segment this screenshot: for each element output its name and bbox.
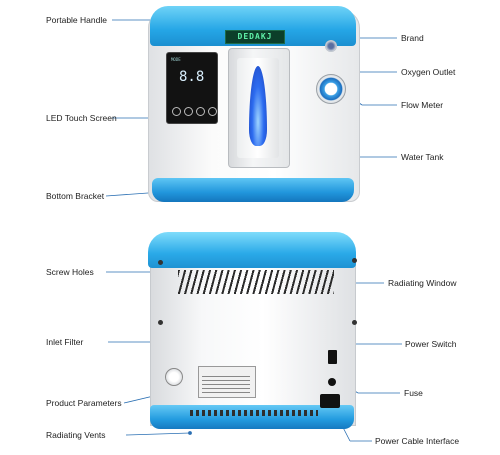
led-touch-screen: MODE 8.8: [166, 52, 218, 124]
bottom-bracket: [152, 178, 354, 202]
screen-buttons: [172, 107, 217, 116]
label-product-parameters: Product Parameters: [46, 398, 122, 408]
back-device-top: [148, 232, 356, 268]
label-bottom-bracket: Bottom Bracket: [46, 191, 105, 201]
screen-button: [172, 107, 181, 116]
screen-button: [184, 107, 193, 116]
oxygen-outlet: [325, 40, 337, 52]
label-radiating-vents: Radiating Vents: [46, 430, 106, 440]
flow-meter-knob: [316, 74, 346, 104]
screw-hole: [352, 320, 357, 325]
label-power-switch: Power Switch: [405, 339, 457, 349]
screw-hole: [352, 258, 357, 263]
water-tank-water: [249, 66, 267, 146]
screen-button: [196, 107, 205, 116]
label-oxygen-outlet: Oxygen Outlet: [401, 67, 456, 77]
brand-display: DEDAKJ: [225, 30, 285, 44]
label-portable-handle: Portable Handle: [46, 15, 107, 25]
product-parameters-plate: [198, 366, 256, 398]
label-fuse: Fuse: [404, 388, 423, 398]
fuse: [328, 378, 336, 386]
label-led-touch-screen: LED Touch Screen: [46, 113, 117, 123]
label-water-tank: Water Tank: [401, 152, 444, 162]
label-inlet-filter: Inlet Filter: [46, 337, 84, 347]
back-base: [150, 405, 354, 429]
radiating-window: [178, 270, 334, 294]
screen-mode-text: MODE: [171, 57, 181, 62]
label-radiating-window: Radiating Window: [388, 278, 457, 288]
label-flow-meter: Flow Meter: [401, 100, 444, 110]
label-brand: Brand: [401, 33, 424, 43]
label-screw-holes: Screw Holes: [46, 267, 94, 277]
inlet-filter: [165, 368, 183, 386]
power-cable-interface: [320, 394, 340, 408]
screw-hole: [158, 260, 163, 265]
screw-hole: [158, 320, 163, 325]
screen-button: [208, 107, 217, 116]
label-power-cable-interface: Power Cable Interface: [375, 436, 460, 446]
radiating-vents: [190, 410, 318, 416]
power-switch: [328, 350, 337, 364]
screen-digits: 8.8: [179, 69, 205, 85]
